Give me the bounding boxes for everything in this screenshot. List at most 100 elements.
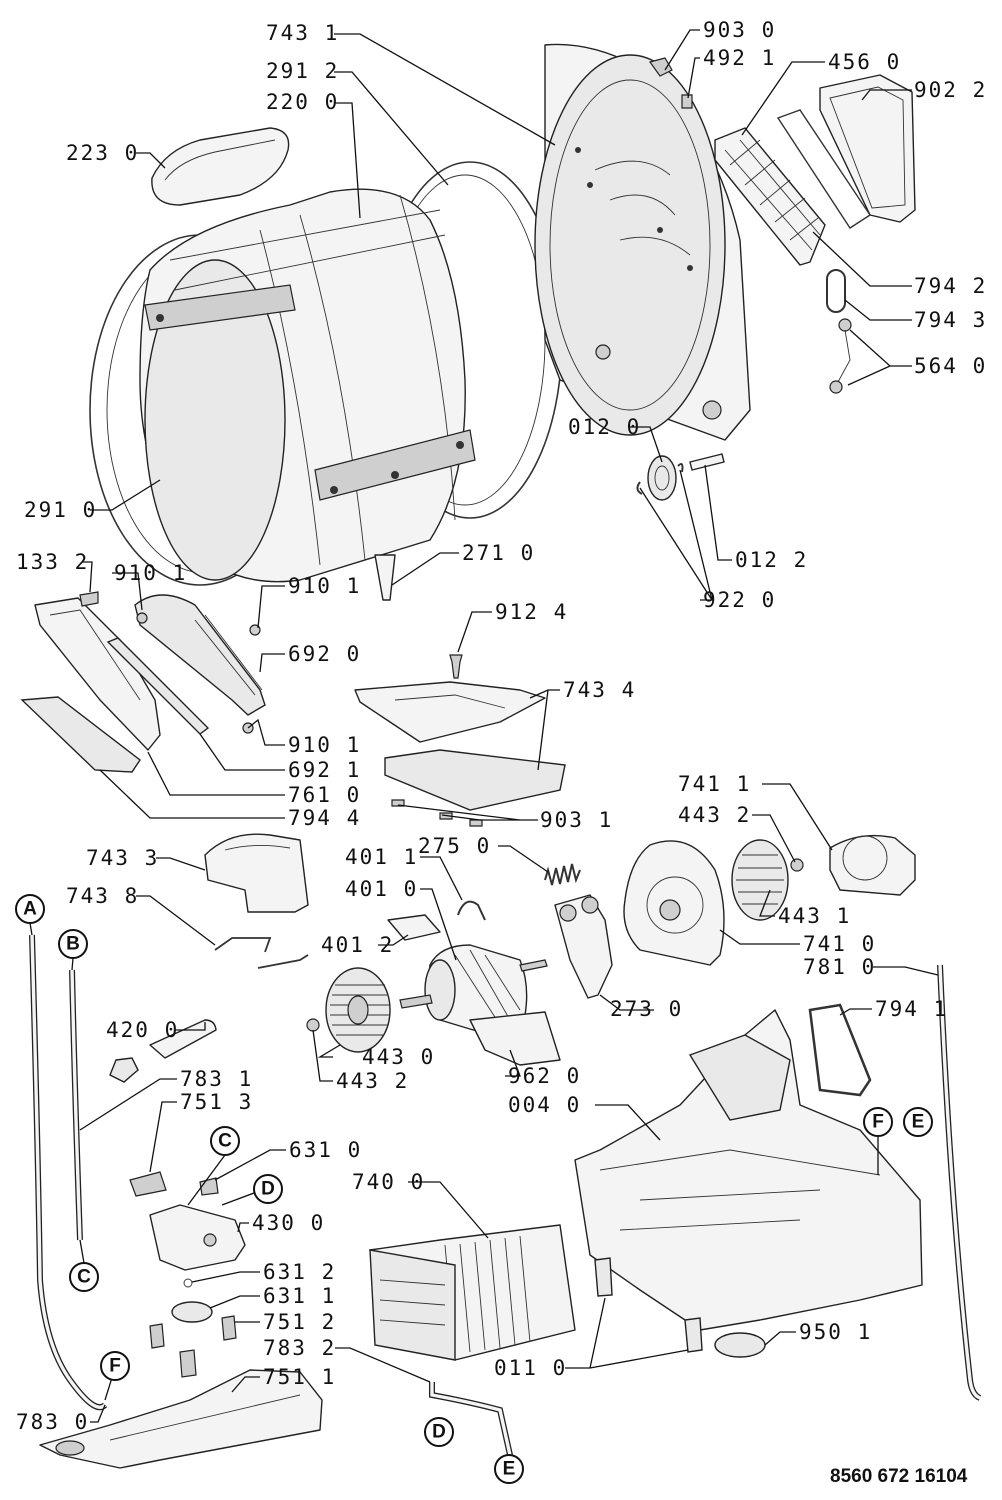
connector-f-marker-right: F <box>863 1107 893 1137</box>
part-743-1-rear-panel <box>534 43 751 441</box>
label-443-2-left: 443 2 <box>336 1069 409 1093</box>
part-443-2-nut <box>306 1018 320 1032</box>
label-902-2: 902 2 <box>914 78 987 102</box>
leader-lines <box>29 29 939 1423</box>
connector-c-marker-bottom: C <box>69 1262 99 1292</box>
label-794-3: 794 3 <box>914 308 987 332</box>
label-692-0: 692 0 <box>288 642 361 666</box>
label-273-0: 273 0 <box>610 997 683 1021</box>
label-903-0: 903 0 <box>703 18 776 42</box>
part-761-0-duct <box>34 597 161 751</box>
label-910-1-mid: 910 1 <box>288 574 361 598</box>
part-743-3-bracket <box>204 833 309 913</box>
label-962-0: 962 0 <box>508 1064 581 1088</box>
label-794-1: 794 1 <box>875 997 948 1021</box>
part-912-4-screw <box>449 654 463 679</box>
part-271-0-bracket <box>374 554 396 601</box>
part-004-0-base <box>574 1009 923 1331</box>
part-631-2-washer <box>183 1278 193 1288</box>
label-492-1: 492 1 <box>703 46 776 70</box>
label-950-1: 950 1 <box>799 1320 872 1344</box>
connector-e-marker-right: E <box>903 1107 933 1137</box>
label-401-2: 401 2 <box>321 933 394 957</box>
part-443-2-nut-right <box>790 858 804 872</box>
part-950-1-foot-pad <box>714 1332 766 1358</box>
label-271-0: 271 0 <box>462 541 535 565</box>
part-401-1-clamp <box>457 900 486 921</box>
label-275-0: 275 0 <box>418 834 491 858</box>
part-273-0-idler <box>554 894 613 999</box>
part-hose-783-2 <box>429 1382 513 1456</box>
connector-d-marker-top: D <box>253 1174 283 1204</box>
label-631-2: 631 2 <box>263 1260 336 1284</box>
label-420-0: 420 0 <box>106 1018 179 1042</box>
part-922-0-clips <box>636 463 684 495</box>
part-962-0-shield <box>469 1011 561 1066</box>
label-564-0: 564 0 <box>914 354 987 378</box>
label-443-2-right: 443 2 <box>678 803 751 827</box>
part-910-1-screws <box>136 612 261 734</box>
label-004-0: 004 0 <box>508 1093 581 1117</box>
part-751-1-base <box>39 1369 323 1469</box>
label-011-0: 011 0 <box>494 1356 567 1380</box>
svg-text:F: F <box>109 1356 121 1377</box>
part-741-0-fan-housing <box>623 840 725 966</box>
svg-text:A: A <box>23 899 37 920</box>
label-291-2: 291 2 <box>266 59 339 83</box>
label-761-0: 761 0 <box>288 783 361 807</box>
part-794-4-seal <box>20 696 141 773</box>
label-430-0: 430 0 <box>252 1211 325 1235</box>
part-751-3-clip <box>129 1171 167 1197</box>
part-692-1-strip <box>106 637 210 735</box>
label-781-0: 781 0 <box>803 955 876 979</box>
part-hose-a <box>29 934 108 1411</box>
svg-text:B: B <box>66 934 80 955</box>
part-443-1-blower <box>731 839 789 921</box>
svg-text:D: D <box>261 1179 275 1200</box>
part-code-labels: 743 1 291 2 220 0 223 0 903 0 492 1 456 … <box>16 18 987 1434</box>
label-903-1: 903 1 <box>540 808 613 832</box>
part-011-0-feet <box>594 1257 703 1353</box>
part-frame-gasket <box>776 109 871 229</box>
part-564-0-springs <box>829 318 852 394</box>
label-741-1: 741 1 <box>678 772 751 796</box>
label-012-0: 012 0 <box>568 415 641 439</box>
label-012-2: 012 2 <box>735 548 808 572</box>
label-743-3: 743 3 <box>86 846 159 870</box>
part-492-1-clip <box>681 94 693 109</box>
connector-d-marker-bottom: D <box>424 1417 454 1447</box>
label-443-0: 443 0 <box>362 1045 435 1069</box>
label-740-0: 740 0 <box>352 1170 425 1194</box>
part-012-2-shaft <box>689 453 725 471</box>
connector-b-marker: B <box>58 929 88 959</box>
label-783-2: 783 2 <box>263 1336 336 1360</box>
label-794-4: 794 4 <box>288 806 361 830</box>
part-903-0-clip <box>649 57 673 77</box>
part-220-0-drum <box>139 188 476 583</box>
connector-e-marker-bottom: E <box>494 1454 524 1484</box>
part-443-0-blower <box>325 967 391 1053</box>
connector-markers: A B C D C F D E F E <box>15 894 933 1484</box>
part-430-0-thermostat-board <box>149 1204 246 1271</box>
part-740-0-heater <box>369 1224 576 1361</box>
part-275-0-spring <box>544 863 581 886</box>
label-291-0: 291 0 <box>24 498 97 522</box>
svg-text:D: D <box>432 1422 446 1443</box>
label-743-1: 743 1 <box>266 21 339 45</box>
label-751-3: 751 3 <box>180 1090 253 1114</box>
part-751-2-terminals <box>149 1315 237 1378</box>
document-number: 8560 672 16104 <box>830 1466 968 1487</box>
label-751-1: 751 1 <box>263 1365 336 1389</box>
part-hose-781-0 <box>937 964 982 1401</box>
label-912-4: 912 4 <box>495 600 568 624</box>
part-456-0-filter <box>714 127 826 266</box>
connector-a-marker: A <box>15 894 45 924</box>
connector-c-marker-top: C <box>210 1126 240 1156</box>
label-401-0: 401 0 <box>345 877 418 901</box>
part-692-0-strip <box>134 594 266 716</box>
label-910-1-top: 910 1 <box>114 561 187 585</box>
svg-text:F: F <box>872 1112 884 1133</box>
part-hose-b <box>69 969 83 1241</box>
part-223-0-handle <box>151 127 290 206</box>
